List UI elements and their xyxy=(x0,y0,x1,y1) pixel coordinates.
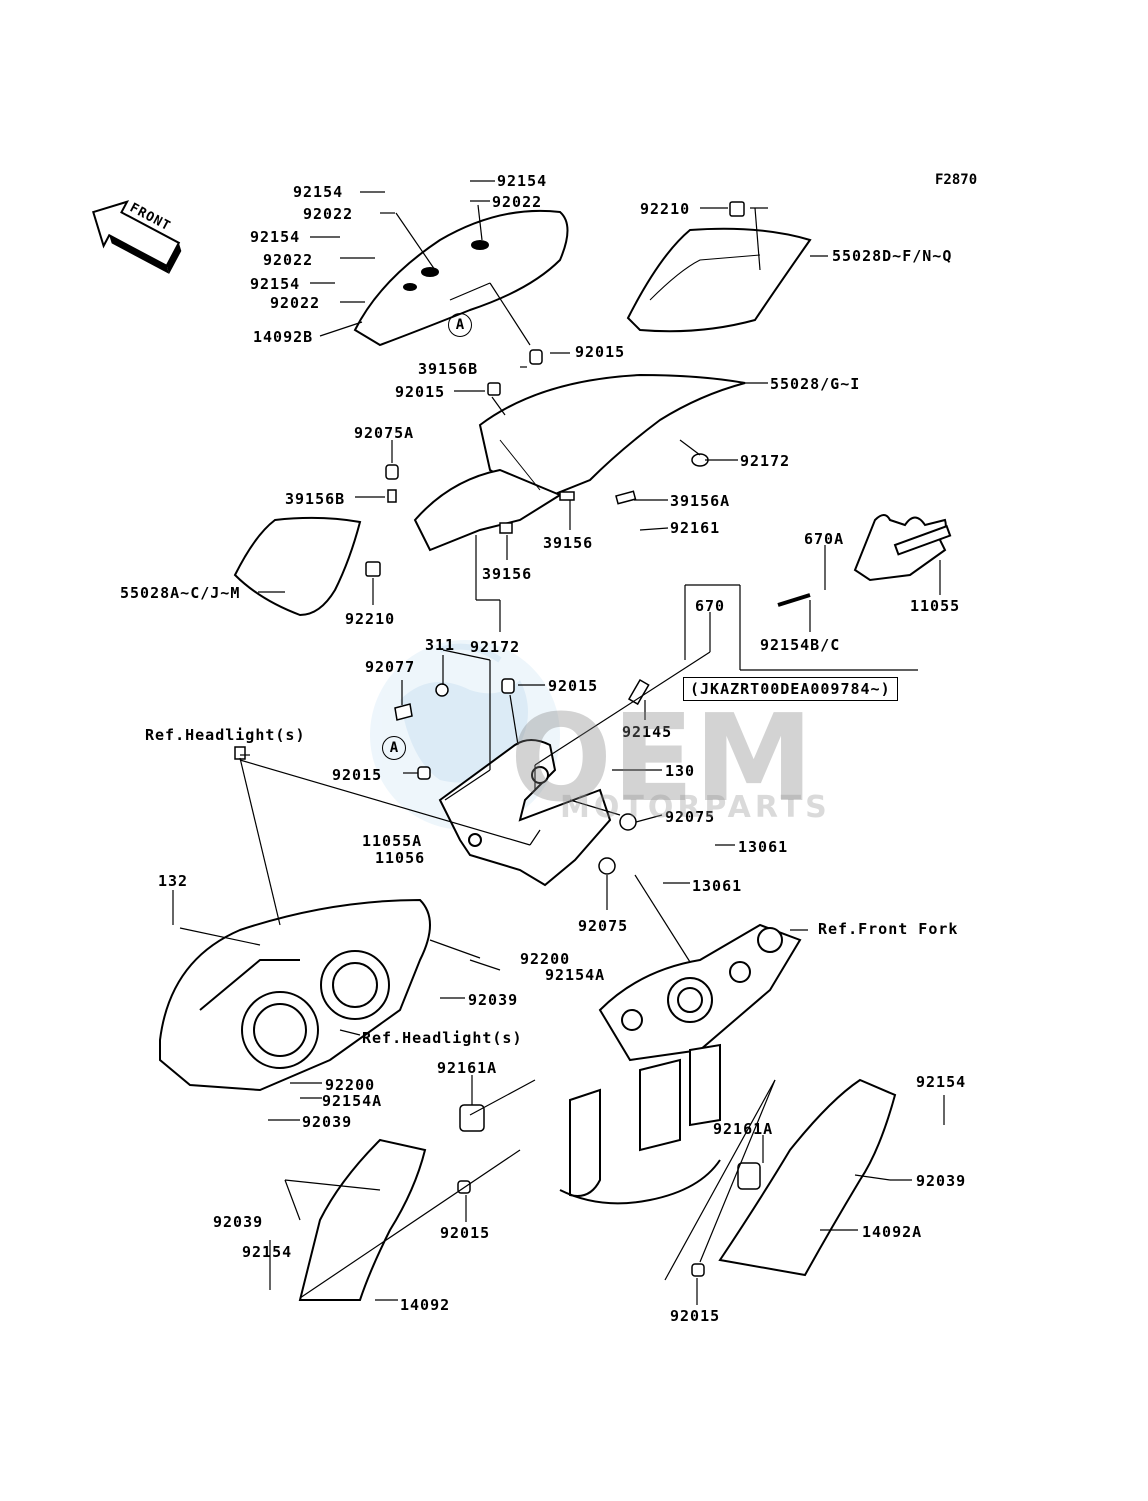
leader-lines xyxy=(172,180,945,1305)
front-arrow-icon xyxy=(92,200,182,274)
cowl-14092a xyxy=(718,1078,897,1277)
part-label-92039-a: 92039 xyxy=(468,991,519,1009)
part-label-13061-a: 13061 xyxy=(738,838,789,856)
part-label-14092b: 14092B xyxy=(253,328,314,346)
part-label-92161a-b: 92161A xyxy=(713,1120,774,1138)
part-label-92145: 92145 xyxy=(622,723,673,741)
part-label-92039-c: 92039 xyxy=(916,1172,967,1190)
front-fork xyxy=(559,923,802,1205)
cowl-14092 xyxy=(298,1138,427,1301)
watermark-main: OEM xyxy=(510,690,814,829)
inner-panel-55028 xyxy=(413,373,746,552)
ref-headlight-mid: Ref.Headlight(s) xyxy=(362,1029,523,1047)
part-label-92075a: 92075A xyxy=(354,424,415,442)
part-label-92015-e: 92015 xyxy=(440,1224,491,1242)
part-label-39156b-b: 39156B xyxy=(285,490,346,508)
rubber-39156-b xyxy=(499,522,513,534)
spacer-92161a-b xyxy=(737,1162,761,1190)
part-label-11055a: 11055A xyxy=(362,832,423,850)
part-label-92022-c: 92022 xyxy=(270,294,321,312)
serial-number-box: (JKAZRT00DEA009784~) xyxy=(683,677,898,701)
part-label-92154a-b: 92154A xyxy=(322,1092,383,1110)
rubber-39156b xyxy=(387,489,397,503)
nut-ref-headlight xyxy=(234,746,246,760)
part-label-11056: 11056 xyxy=(375,849,426,867)
part-label-55028: 55028/G~I xyxy=(770,375,861,393)
bush-92015-c xyxy=(501,678,515,694)
part-label-670a: 670A xyxy=(804,530,845,548)
part-label-55028d: 55028D~F/N~Q xyxy=(832,247,953,265)
part-label-670: 670 xyxy=(695,597,726,615)
bush-92075a xyxy=(385,464,399,480)
ref-front-fork: Ref.Front Fork xyxy=(818,920,959,938)
part-label-92161a-a: 92161A xyxy=(437,1059,498,1077)
part-label-92154-b: 92154 xyxy=(250,228,301,246)
part-label-92154-e: 92154 xyxy=(916,1073,967,1091)
small-parts xyxy=(234,201,811,1277)
part-label-11055: 11055 xyxy=(910,597,961,615)
part-label-14092a: 14092A xyxy=(862,1223,923,1241)
grommet-92075-b xyxy=(598,857,616,875)
stay-11055 xyxy=(853,514,952,582)
washer-311 xyxy=(435,683,449,697)
part-label-39156-b: 39156 xyxy=(482,565,533,583)
bush-92015-a xyxy=(487,382,501,396)
part-label-39156-a: 39156 xyxy=(543,534,594,552)
part-label-92015-c: 92015 xyxy=(548,677,599,695)
grommet-92077 xyxy=(394,703,413,721)
part-label-92022-a: 92022 xyxy=(303,205,354,223)
part-label-92075-b: 92075 xyxy=(578,917,629,935)
part-label-92210-a: 92210 xyxy=(640,200,691,218)
part-label-55028a: 55028A~C/J~M xyxy=(120,584,241,602)
ref-headlight-top: Ref.Headlight(s) xyxy=(145,726,306,744)
part-label-92154a-a: 92154A xyxy=(545,966,606,984)
screw-92154bc xyxy=(777,593,811,607)
callout-a-upper: A xyxy=(448,313,472,337)
part-label-39156a: 39156A xyxy=(670,492,731,510)
part-label-92022-d: 92022 xyxy=(492,193,543,211)
diagram-code: F2870 xyxy=(935,172,978,188)
bush-92015-d xyxy=(417,766,431,780)
watermark-sub: MOTORPARTS xyxy=(560,790,831,825)
part-label-92154bc: 92154B/C xyxy=(760,636,841,654)
part-label-92039-d: 92039 xyxy=(213,1213,264,1231)
part-label-130: 130 xyxy=(665,762,696,780)
part-label-92039-b: 92039 xyxy=(302,1113,353,1131)
part-label-92015-f: 92015 xyxy=(670,1307,721,1325)
part-label-92075-a: 92075 xyxy=(665,808,716,826)
part-label-132: 132 xyxy=(158,872,189,890)
part-label-92154-d: 92154 xyxy=(497,172,548,190)
part-label-92172-a: 92172 xyxy=(740,452,791,470)
headlight-assembly xyxy=(159,898,431,1092)
part-label-311: 311 xyxy=(425,636,456,654)
panel-55028a xyxy=(233,516,362,617)
part-label-92161: 92161 xyxy=(670,519,721,537)
part-label-92154-f: 92154 xyxy=(242,1243,293,1261)
part-label-39156b-a: 39156B xyxy=(418,360,479,378)
callout-a-lower: A xyxy=(382,736,406,760)
part-label-14092: 14092 xyxy=(400,1296,451,1314)
part-label-92200-b: 92200 xyxy=(325,1076,376,1094)
bush-92015-b xyxy=(529,349,543,365)
part-label-92015-a: 92015 xyxy=(575,343,626,361)
part-label-92022-b: 92022 xyxy=(263,251,314,269)
bracket-11055a xyxy=(438,739,612,887)
part-label-92210-b: 92210 xyxy=(345,610,396,628)
nut-92210-a xyxy=(729,201,745,217)
panel-55028d xyxy=(626,227,812,333)
part-label-92015-d: 92015 xyxy=(332,766,383,784)
part-label-92015-b: 92015 xyxy=(395,383,446,401)
part-label-92077: 92077 xyxy=(365,658,416,676)
part-label-92200-a: 92200 xyxy=(520,950,571,968)
bush-92015-f xyxy=(691,1263,705,1277)
part-label-13061-b: 13061 xyxy=(692,877,743,895)
rubber-39156a xyxy=(615,490,637,505)
part-label-92154-a: 92154 xyxy=(293,183,344,201)
part-label-92154-c: 92154 xyxy=(250,275,301,293)
rubber-39156 xyxy=(559,491,575,501)
nut-92210-b xyxy=(365,561,381,577)
part-label-92172-b: 92172 xyxy=(470,638,521,656)
